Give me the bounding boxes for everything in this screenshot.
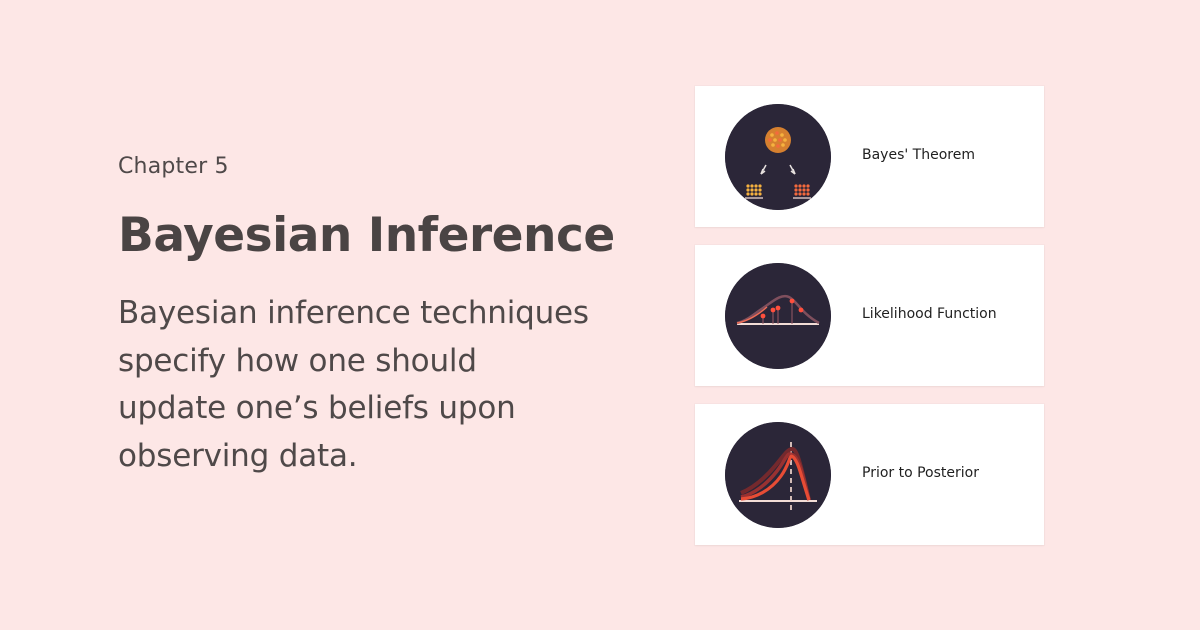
bayes-theorem-icon (725, 104, 831, 210)
card-bayes-theorem[interactable]: Bayes' Theorem (695, 86, 1044, 227)
intro-section: Chapter 5 Bayesian Inference Bayesian in… (118, 150, 618, 480)
chapter-label: Chapter 5 (118, 154, 229, 179)
card-prior-to-posterior[interactable]: Prior to Posterior (695, 404, 1044, 545)
topic-cards: Bayes' Theorem Likelihood Function (695, 86, 1044, 545)
card-label-likelihood-function: Likelihood Function (862, 306, 997, 322)
prior-posterior-icon (725, 422, 831, 528)
page-title: Bayesian Inference (118, 208, 615, 263)
card-label-prior-to-posterior: Prior to Posterior (862, 465, 979, 481)
card-label-bayes-theorem: Bayes' Theorem (862, 147, 975, 163)
page-description: Bayesian inference techniques specify ho… (118, 295, 589, 474)
card-likelihood-function[interactable]: Likelihood Function (695, 245, 1044, 386)
likelihood-function-icon (725, 263, 831, 369)
